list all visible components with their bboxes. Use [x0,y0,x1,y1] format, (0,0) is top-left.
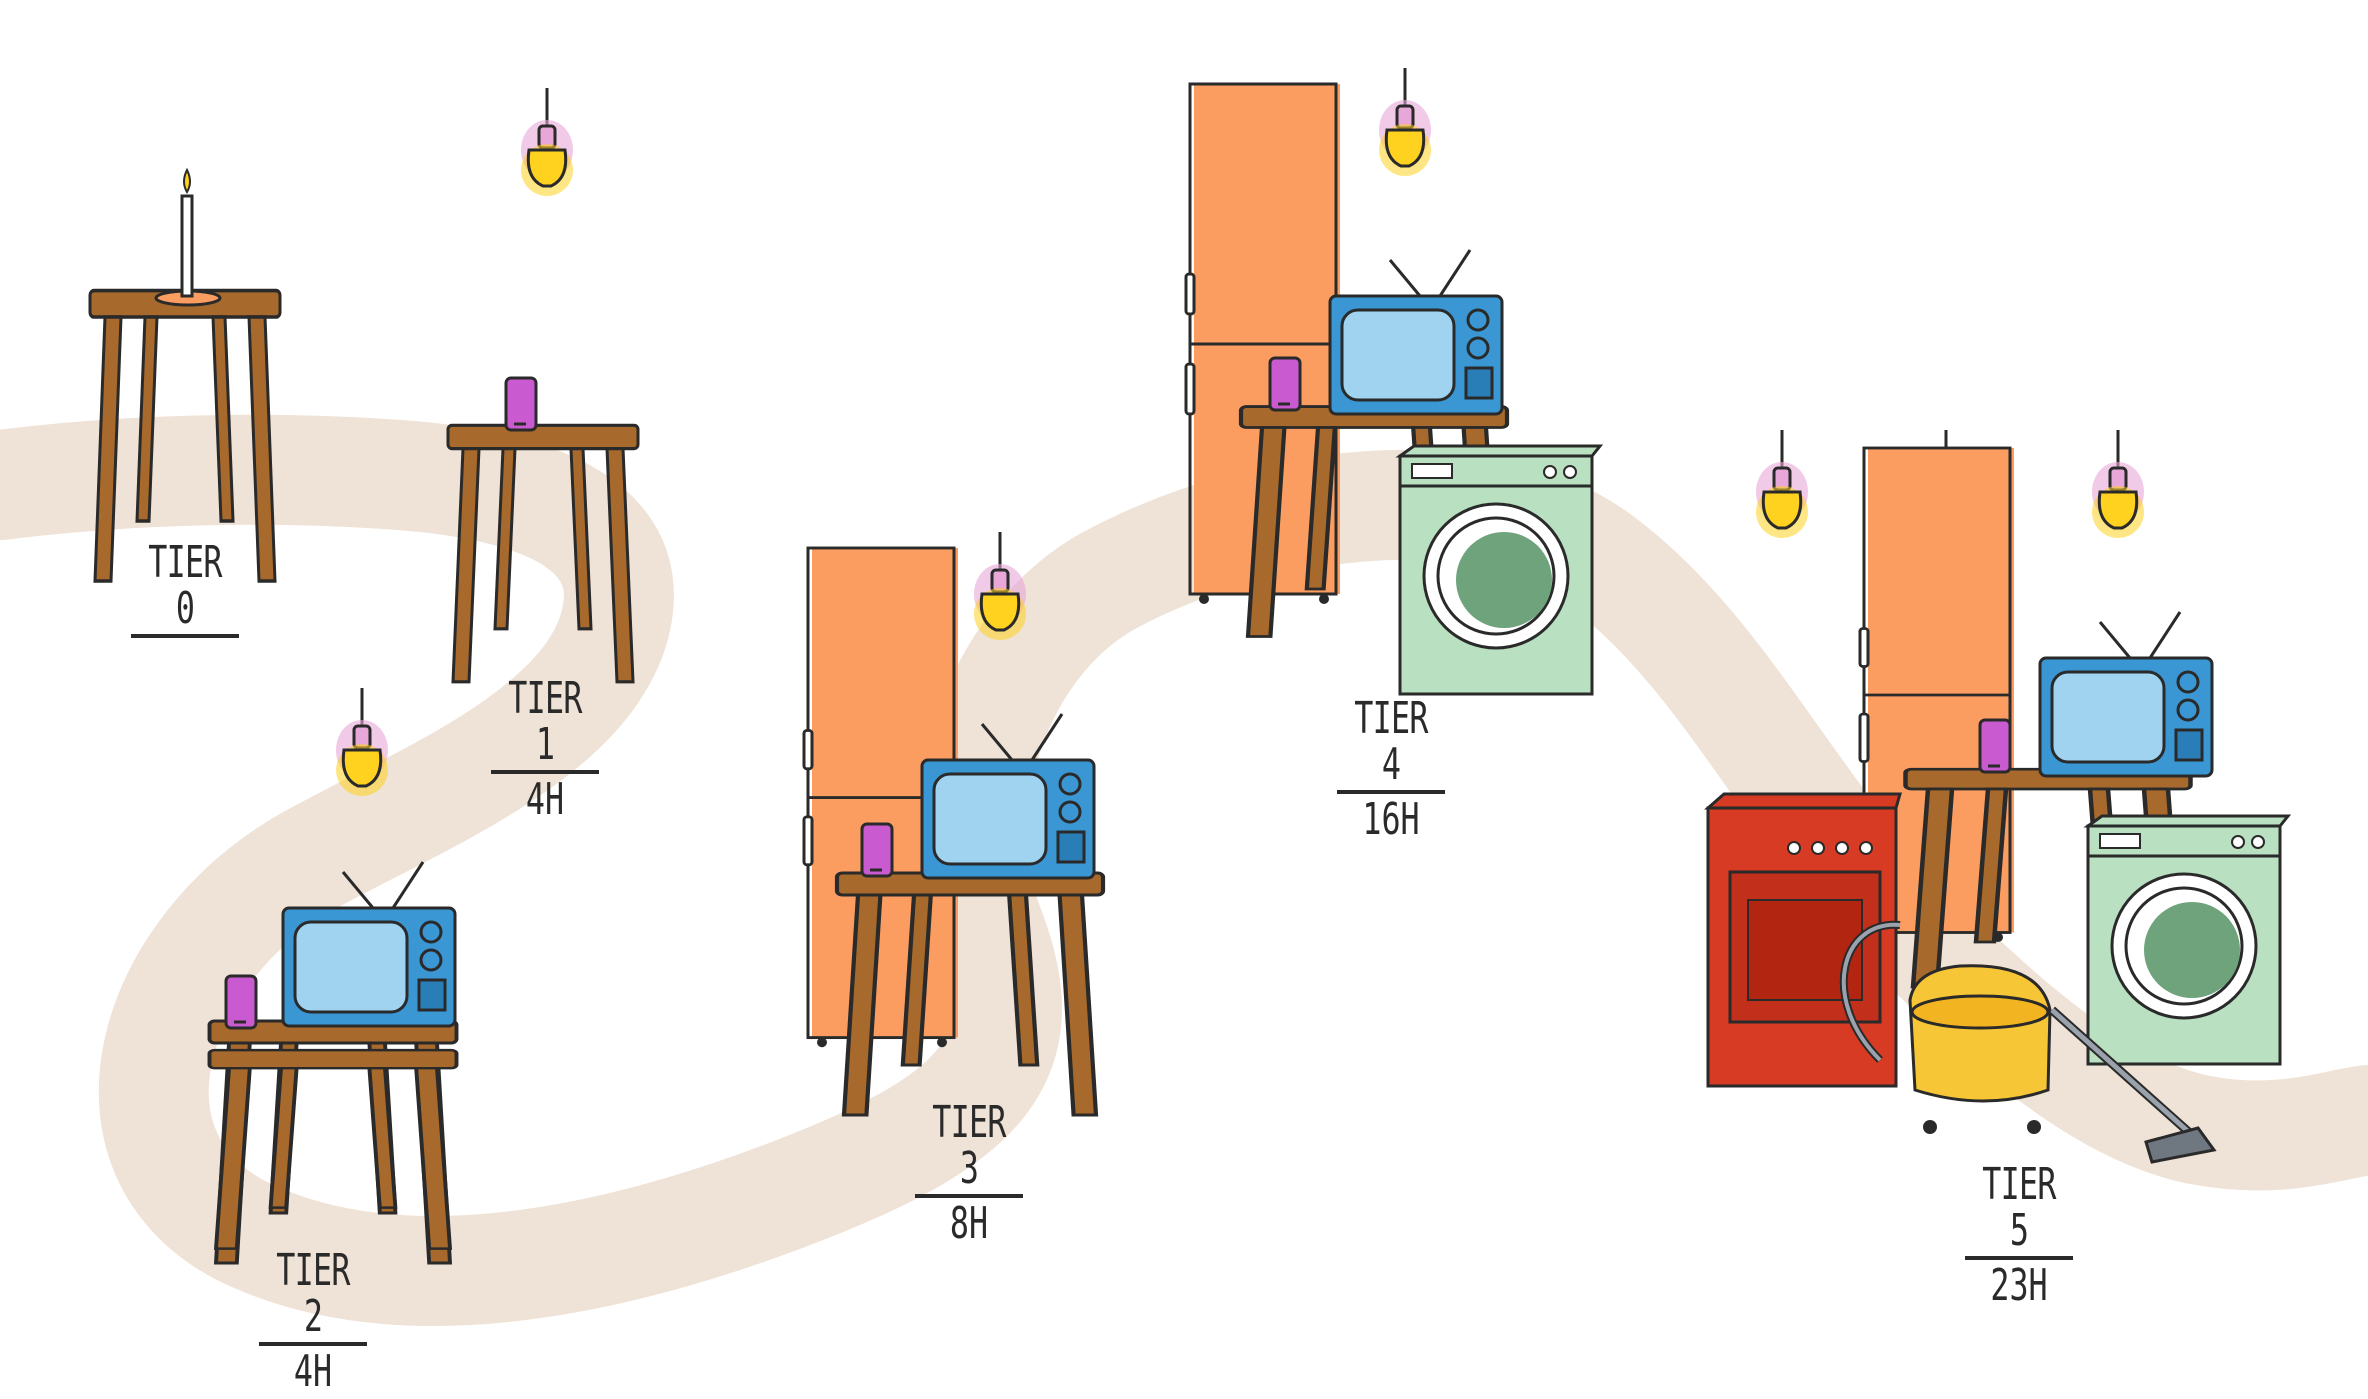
tier-0-group [88,167,282,583]
tier-2-label: TIER 2 4H [259,1247,367,1399]
tier-hours: 8H [949,1198,989,1250]
candle-icon [154,167,222,307]
tier-5-label: TIER 5 23H [1965,1161,2073,1313]
washing-machine-icon [1398,444,1602,696]
tier-0-label: TIER 0 [131,539,239,639]
tier-4-group [1184,82,1602,696]
light-bulb-icon [519,86,575,198]
tier-name: TIER 5 [1965,1161,2073,1261]
phone-icon [1268,356,1302,412]
tier-hours: 4H [525,774,565,826]
phone-icon [504,376,538,432]
phone-icon [1978,718,2012,774]
light-bulb-icon [1377,66,1433,178]
tier-4-label: TIER 4 16H [1337,695,1445,847]
stove-icon [1704,792,1902,1088]
tier-name: TIER 0 [131,539,239,639]
light-bulb-icon [1754,428,1810,540]
light-bulb-icon [972,530,1028,642]
phone-icon [860,822,894,878]
light-bulb-icon [334,686,390,798]
tv-icon [2038,610,2214,778]
vacuum-cleaner-icon [1839,920,2217,1164]
tier-name: TIER 4 [1337,695,1445,795]
tier-name: TIER 3 [915,1099,1023,1199]
tier-1-label: TIER 1 4H [491,675,599,827]
tier-hours: 4H [293,1346,333,1398]
tier-5-group [1704,446,2290,1164]
washing-machine-icon [2086,814,2290,1066]
tier-hours: 16H [1362,794,1420,846]
light-bulb-icon [2090,428,2146,540]
tier-hours: 23H [1990,1260,2048,1312]
phone-icon [224,974,258,1030]
tv-icon [1328,248,1504,416]
tier-name: TIER 1 [491,675,599,775]
tier-name: TIER 2 [259,1247,367,1347]
tier-3-label: TIER 3 8H [915,1099,1023,1251]
